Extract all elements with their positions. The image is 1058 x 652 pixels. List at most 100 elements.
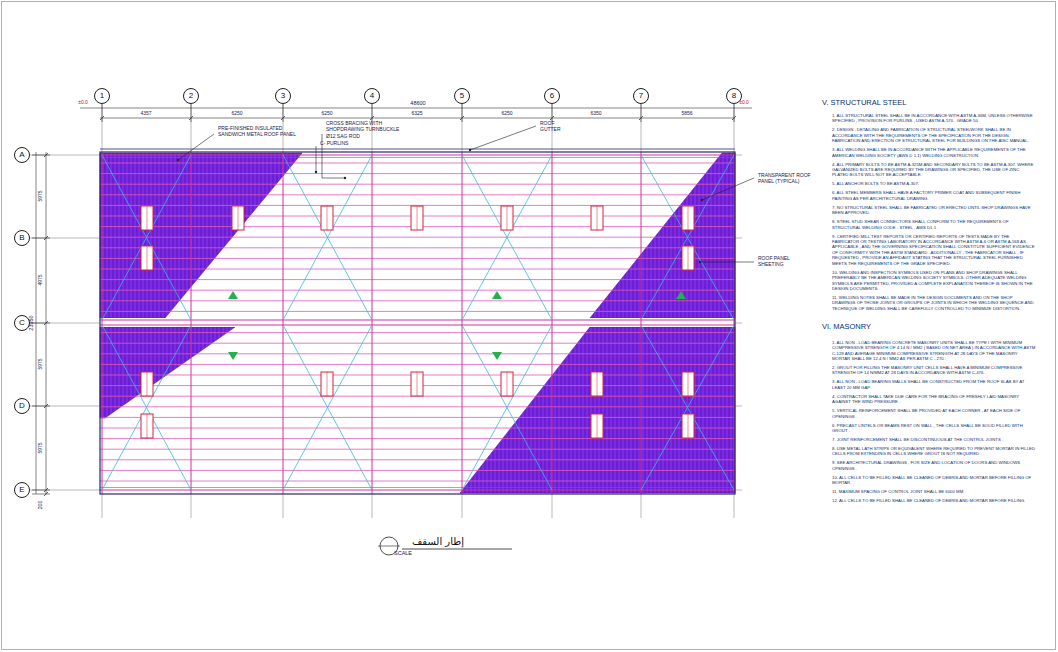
panel-rib [147, 206, 148, 230]
panel-rib [597, 206, 598, 230]
leader-line [702, 178, 754, 200]
callout-label: PRE-FINISHED INSULATED SANDWICH METAL RO… [218, 126, 296, 138]
dimension-tick [550, 116, 554, 120]
c-purlin [100, 449, 735, 450]
rafter [102, 152, 103, 494]
note-text: 9. SEE ARCHITECTURAL DRAWINGS , FOR SIZE… [832, 460, 1036, 471]
grid-bubble: 7 [633, 88, 649, 104]
grid-label: E [19, 486, 24, 494]
leader-line [178, 134, 214, 160]
dimension-tick [32, 494, 50, 495]
cross-bracing [641, 155, 734, 320]
panel-rib [688, 246, 689, 270]
panel-rib [327, 372, 328, 396]
panel-rib [507, 372, 508, 396]
dimension-tick [552, 104, 553, 122]
callout-label: ROOF PANEL SHEETING [758, 256, 806, 268]
grid-line [462, 104, 463, 518]
edge-beam [100, 155, 735, 156]
notes-heading: VI. MASONRY [822, 323, 871, 332]
panel-rib [417, 206, 418, 230]
grid-label: B [19, 234, 24, 242]
c-purlin [100, 470, 735, 471]
grid-bubble: C [14, 315, 30, 331]
transparent-panel [591, 414, 603, 438]
c-purlin [100, 459, 735, 460]
c-purlin [100, 258, 735, 259]
c-purlin [100, 438, 735, 439]
dimension-text: 5975 [38, 190, 44, 201]
dimension-tick [732, 116, 736, 120]
dimension-tick [370, 116, 374, 120]
drawing-title: إطار السقف [412, 536, 464, 548]
callout-label: Ø12 SAG ROD [326, 134, 360, 140]
level-mark [80, 108, 100, 109]
transparent-panel [141, 206, 153, 230]
c-purlin [100, 417, 735, 418]
title-underline [402, 549, 512, 550]
dimension-text: ±0.0 [739, 100, 749, 106]
panel-rib [688, 414, 689, 438]
leader-dot [699, 261, 701, 263]
note-text: 1. ALL NON - LOAD BEARING CONCRETE MASON… [832, 340, 1036, 362]
dimension-tick [44, 404, 48, 408]
dimension-tick [734, 104, 735, 122]
grid-bubble: D [14, 398, 30, 414]
grid-line [102, 104, 103, 518]
transparent-panel [141, 414, 153, 438]
grid-label: 7 [639, 92, 643, 100]
edge-beam [100, 490, 735, 491]
transparent-panel [411, 372, 423, 396]
dimension-text: 5856 [681, 111, 692, 117]
scale-label: SCALE [394, 550, 412, 556]
leader-line [316, 146, 317, 172]
note-text: 5. VERTICAL REINFORCEMENT SHALL BE PROVI… [832, 408, 1036, 419]
c-purlin [100, 332, 735, 333]
cross-bracing [462, 155, 552, 320]
c-purlin [100, 269, 735, 270]
roof-sheeting [590, 153, 735, 318]
callout-label: ROOF GUTTER [540, 121, 574, 133]
panel-rib [688, 372, 689, 396]
panel-rib [597, 372, 598, 396]
dimension-text: ±0.0 [78, 100, 88, 106]
ridge-beam [100, 320, 735, 321]
dimension-tick [372, 104, 373, 122]
grid-label: 4 [370, 92, 374, 100]
cross-bracing [102, 325, 191, 490]
note-text: 10. WELDING AND INSPECTION SYMBOLS USED … [832, 270, 1036, 292]
grid-line [30, 155, 742, 156]
rafter [372, 152, 373, 494]
c-purlin [100, 237, 735, 238]
dimension-tick [191, 104, 192, 122]
grid-bubble: 5 [454, 88, 470, 104]
callout-label: TRANSPARENT ROOF PANEL (TYPICAL) [758, 173, 816, 185]
note-text: 2. DESIGN , DETAILING AND FABRICATION OF… [832, 127, 1036, 143]
rafter [641, 152, 642, 494]
leaders [177, 126, 754, 263]
grid-line [372, 104, 373, 518]
transparent-panel [141, 372, 153, 396]
panel-rib [417, 372, 418, 396]
note-text: 3. ALL WELDING SHALL BE IN ACCORDANCE WI… [832, 147, 1036, 158]
transparent-panel [682, 206, 694, 230]
leader-line [470, 126, 536, 150]
c-purlin [100, 428, 735, 429]
grid-bubble: E [14, 482, 30, 498]
roof-outline [100, 152, 735, 494]
callout-label: CROSS BRACING WITH SHOPDRAWING TURNBUCKL… [326, 121, 408, 133]
cross-bracing [283, 325, 372, 490]
rafter [462, 152, 463, 494]
cross-bracing [102, 155, 191, 320]
c-purlin [100, 364, 735, 365]
note-text: 10. ALL CELLS TO BE FILLED SHALL BE CLEA… [832, 475, 1036, 486]
dimension-text: 4975 [38, 274, 44, 285]
dimension-text: 200 [38, 501, 44, 509]
note-text: 12. ALL CELLS TO BE FILLED SHALL BE CLEA… [832, 498, 1036, 503]
note-text: 5. ALL ANCHOR BOLTS TO BE ASTM A-307. [832, 181, 1036, 186]
panel-rib [238, 206, 239, 230]
cross-bracing [102, 155, 191, 320]
note-text: 6. PRECAST LINTELS OR BEAMS REST ON WALL… [832, 423, 1036, 434]
grid-line [734, 104, 735, 518]
dimension-tick [460, 116, 464, 120]
